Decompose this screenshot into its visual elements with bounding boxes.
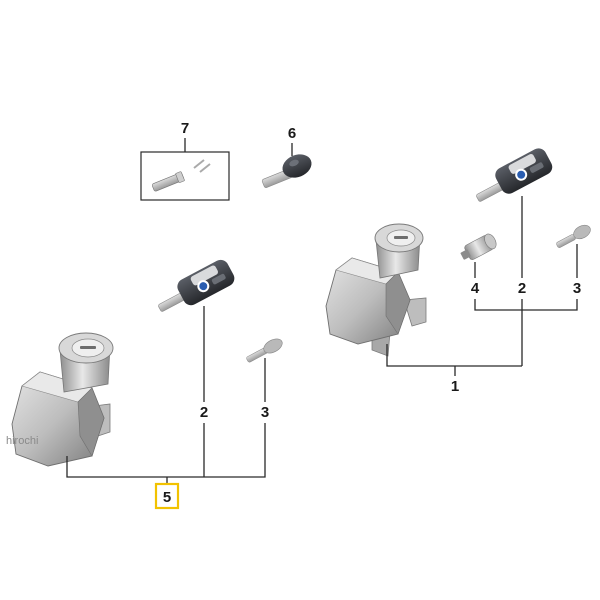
part-6-key bbox=[261, 154, 312, 188]
part-3-key-right bbox=[556, 224, 591, 248]
callout-7: 7 bbox=[181, 120, 189, 137]
part-1-ignition-housing bbox=[325, 223, 427, 357]
callout-4: 4 bbox=[471, 280, 480, 297]
callout-5-highlight[interactable] bbox=[154, 482, 180, 510]
part-2-key-fob-right bbox=[476, 148, 553, 202]
callout-3-right: 3 bbox=[573, 280, 581, 297]
callout-2-left: 2 bbox=[200, 404, 208, 421]
bracket-5 bbox=[66, 423, 266, 478]
bracket-4-2-3 bbox=[474, 299, 578, 311]
callout-5[interactable]: 5 bbox=[163, 489, 171, 506]
part-2-key-fob-left bbox=[158, 259, 235, 312]
part-3-key-left bbox=[246, 338, 283, 363]
callout-1: 1 bbox=[451, 378, 459, 395]
part-4-lock-cylinder bbox=[460, 233, 497, 260]
part-7-pin-set bbox=[140, 151, 230, 201]
leader-1 bbox=[386, 344, 522, 367]
part-5-ignition-housing bbox=[11, 332, 114, 467]
callout-3-left: 3 bbox=[261, 404, 269, 421]
callout-6: 6 bbox=[288, 125, 296, 142]
watermark: hirochi bbox=[6, 435, 38, 447]
callout-2-right: 2 bbox=[518, 280, 526, 297]
